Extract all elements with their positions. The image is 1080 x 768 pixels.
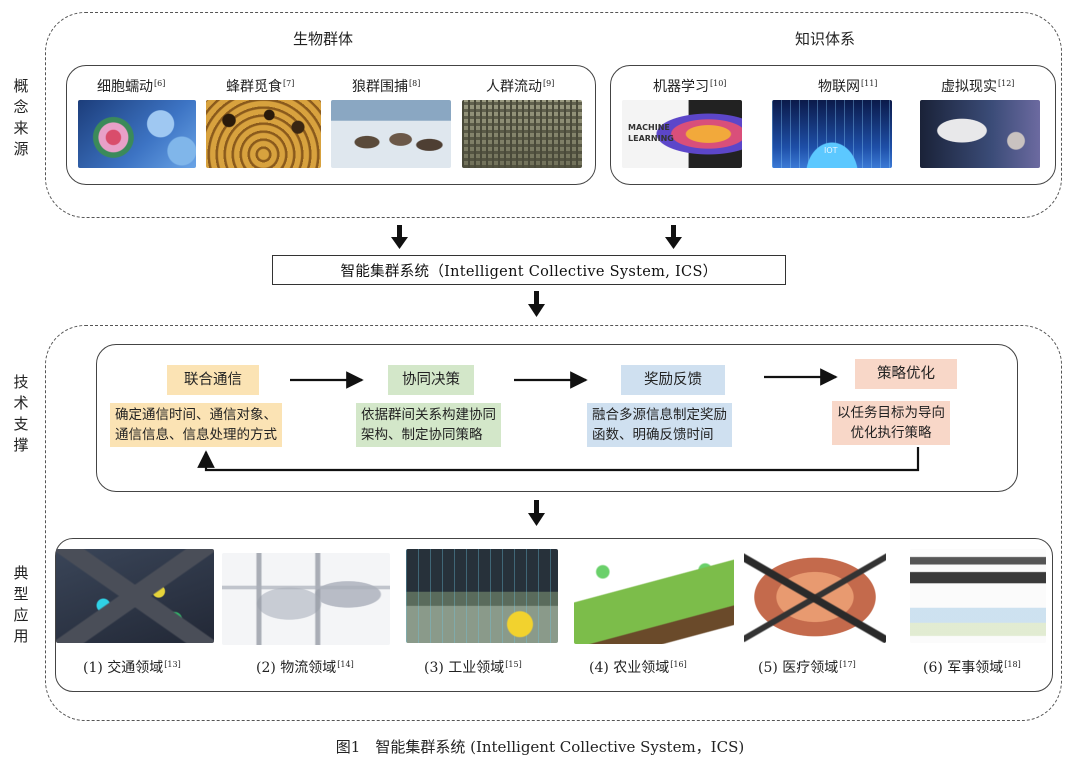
bio-caption-3: 人群流动[9] [486,79,555,95]
cell-image [78,100,196,168]
tag-strategy-optimization: 策略优化 [855,359,957,389]
down-arrow-knowledge [665,225,682,249]
knowledge-caption-1: 物联网[11] [818,79,878,95]
down-arrow-bio [391,225,408,249]
bee-image [206,100,321,168]
app-caption-3: (4) 农业领域[16] [589,660,687,676]
app-caption-0: (1) 交通领域[13] [83,660,181,676]
figure-caption: 图1 智能集群系统 (Intelligent Collective System… [335,738,745,756]
knowledge-caption-0: 机器学习[10] [653,79,727,95]
industry-image [406,549,558,643]
app-caption-1: (2) 物流领域[14] [256,660,354,676]
iot-image-text: IOT [824,146,838,155]
desc-reward-feedback: 融合多源信息制定奖励函数、明确反馈时间 [587,403,732,447]
side-label-concept-source: 概念来源 [13,77,29,158]
ml-image-text: MACHINE LEARNING [628,123,674,143]
concept-source-region [45,12,1062,218]
app-caption-5: (6) 军事领域[18] [923,660,1021,676]
crowd-image [462,100,582,168]
bio-caption-1: 蜂群觅食[7] [226,79,295,95]
medical-image [744,551,886,643]
bio-caption-0: 细胞蠕动[6] [97,79,166,95]
desc-cooperative-decision: 依据群间关系构建协同架构、制定协同策略 [356,403,501,447]
military-image [910,549,1046,643]
bio-group-title: 生物群体 [293,30,354,48]
knowledge-caption-2: 虚拟现实[12] [941,79,1015,95]
bio-caption-2: 狼群围捕[8] [352,79,421,95]
tech-support-region [45,325,1062,721]
app-caption-2: (3) 工业领域[15] [424,660,522,676]
app-caption-4: (5) 医疗领域[17] [758,660,856,676]
vr-image [920,100,1040,168]
iot-image: IOT [772,100,892,168]
side-label-tech-support: 技术支撑 [13,373,29,454]
ics-label: 智能集群系统（Intelligent Collective System, IC… [340,263,718,280]
down-arrow-applications [528,500,545,526]
traffic-image [56,549,214,643]
logistics-image [222,553,390,645]
knowledge-group-title: 知识体系 [795,30,856,48]
down-arrow-ics [528,291,545,317]
tag-reward-feedback: 奖励反馈 [621,365,725,395]
ics-box: 智能集群系统（Intelligent Collective System, IC… [272,255,786,285]
machine-learning-image: MACHINE LEARNING [622,100,742,168]
desc-strategy-optimization: 以任务目标为导向优化执行策略 [832,401,950,445]
tag-cooperative-decision: 协同决策 [388,365,474,395]
desc-joint-communication: 确定通信时间、通信对象、通信信息、信息处理的方式 [110,403,282,447]
agriculture-image [574,556,734,644]
feedback-loop-arrow [197,447,920,472]
side-label-typical-apps: 典型应用 [13,564,29,645]
tag-joint-communication: 联合通信 [167,365,259,395]
wolf-image [331,100,451,168]
